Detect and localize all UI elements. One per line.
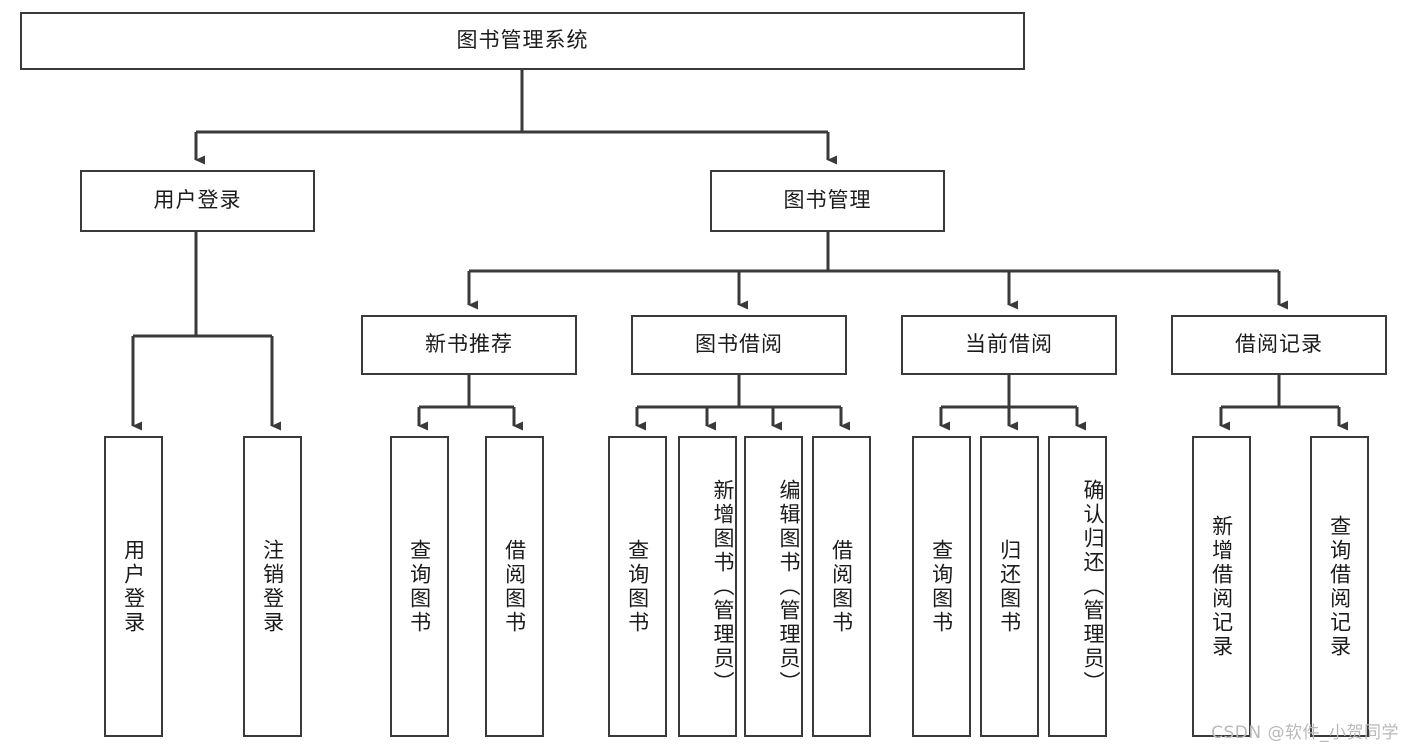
node-book-management-label: 图书管理: [783, 188, 872, 213]
leaf-new-book-1[interactable]: 借阅图书: [485, 436, 544, 737]
leaf-borrow-record-1-label: 查询借阅记录: [1327, 514, 1352, 659]
node-root-label: 图书管理系统: [456, 28, 589, 53]
node-current-borrow[interactable]: 当前借阅: [901, 315, 1117, 375]
leaf-user-login-0-label: 用户登录: [121, 538, 146, 635]
node-borrow-record[interactable]: 借阅记录: [1171, 315, 1387, 375]
node-current-borrow-label: 当前借阅: [965, 332, 1053, 357]
node-book-management[interactable]: 图书管理: [710, 170, 945, 232]
leaf-borrow-book-3-label: 借阅图书: [829, 538, 854, 635]
leaf-user-login-1-label: 注销登录: [260, 538, 285, 635]
leaf-borrow-record-1[interactable]: 查询借阅记录: [1310, 436, 1369, 737]
node-user-login-label: 用户登录: [153, 188, 242, 213]
node-root[interactable]: 图书管理系统: [20, 12, 1025, 70]
node-book-borrow[interactable]: 图书借阅: [631, 315, 847, 375]
leaf-current-borrow-2[interactable]: 确认归还（管理员）: [1048, 436, 1107, 737]
leaf-current-borrow-1-label: 归还图书: [997, 538, 1022, 635]
leaf-borrow-book-0[interactable]: 查询图书: [608, 436, 667, 737]
leaf-current-borrow-1[interactable]: 归还图书: [980, 436, 1039, 737]
leaf-current-borrow-0-label: 查询图书: [929, 538, 954, 635]
leaf-borrow-record-0-label: 新增借阅记录: [1209, 514, 1234, 659]
node-new-book-recommend-label: 新书推荐: [425, 332, 513, 357]
node-borrow-record-label: 借阅记录: [1235, 332, 1323, 357]
leaf-borrow-book-2-label: 编辑图书（管理员）: [777, 478, 801, 695]
leaf-user-login-1[interactable]: 注销登录: [243, 436, 302, 737]
leaf-current-borrow-2-label: 确认归还（管理员）: [1081, 478, 1105, 695]
node-user-login[interactable]: 用户登录: [80, 170, 315, 232]
leaf-borrow-book-2[interactable]: 编辑图书（管理员）: [744, 436, 803, 737]
leaf-borrow-book-3[interactable]: 借阅图书: [812, 436, 871, 737]
leaf-borrow-record-0[interactable]: 新增借阅记录: [1192, 436, 1251, 737]
leaf-new-book-0[interactable]: 查询图书: [390, 436, 449, 737]
node-new-book-recommend[interactable]: 新书推荐: [361, 315, 577, 375]
node-book-borrow-label: 图书借阅: [695, 332, 783, 357]
leaf-new-book-0-label: 查询图书: [407, 538, 432, 635]
leaf-user-login-0[interactable]: 用户登录: [104, 436, 163, 737]
leaf-borrow-book-0-label: 查询图书: [625, 538, 650, 635]
leaf-new-book-1-label: 借阅图书: [502, 538, 527, 635]
csdn-watermark: CSDN @软件_小贺同学: [1211, 723, 1399, 743]
leaf-borrow-book-1-label: 新增图书（管理员）: [711, 478, 735, 695]
leaf-borrow-book-1[interactable]: 新增图书（管理员）: [678, 436, 737, 737]
leaf-current-borrow-0[interactable]: 查询图书: [912, 436, 971, 737]
